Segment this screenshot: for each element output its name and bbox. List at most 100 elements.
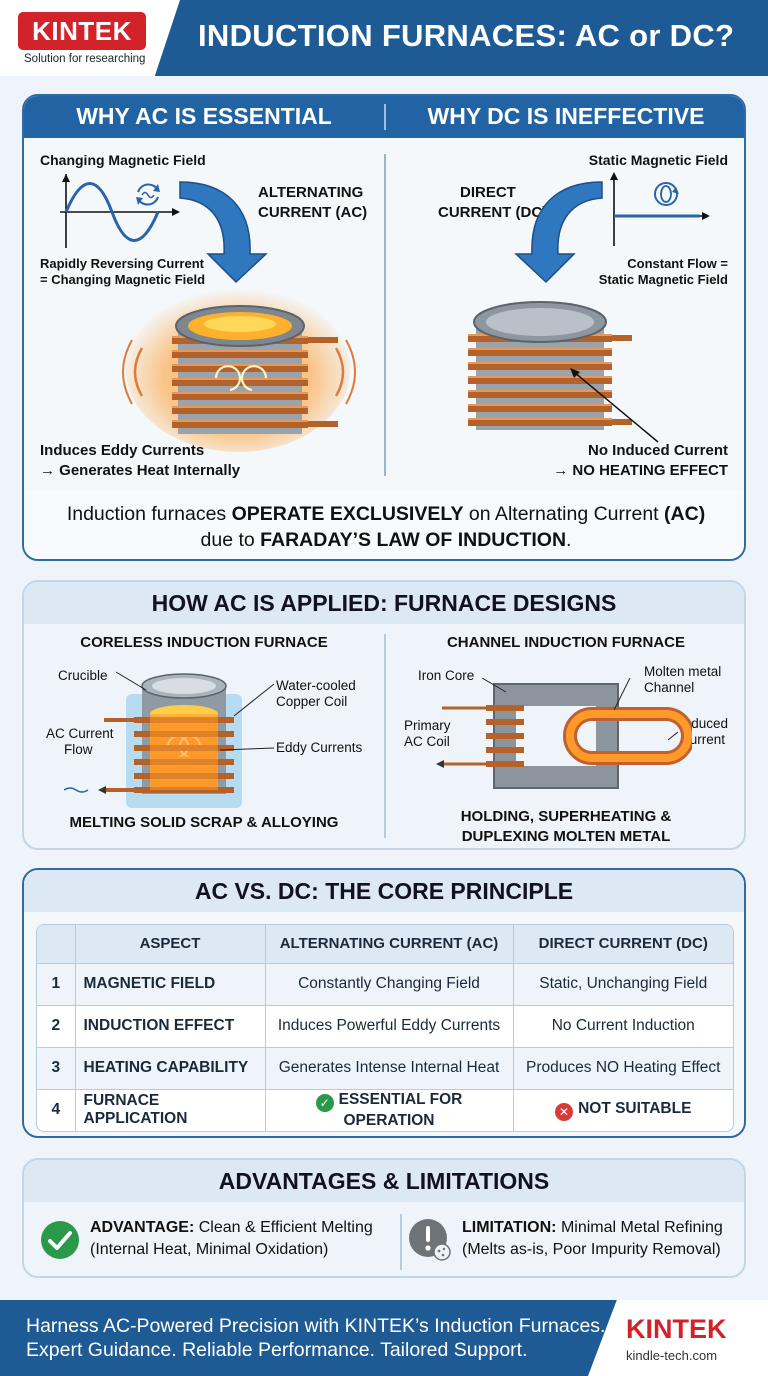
column-header: ALTERNATING CURRENT (AC) bbox=[264, 925, 513, 963]
ac-flow-label-1: AC Current bbox=[46, 726, 114, 741]
x-circle-icon: ✕ bbox=[555, 1102, 574, 1121]
dc-flow-2: Static Magnetic Field bbox=[598, 272, 728, 287]
header-divider bbox=[384, 104, 386, 130]
ac-reverse-1: Rapidly Reversing Current bbox=[40, 256, 204, 271]
eddy-label: Eddy Currents bbox=[276, 740, 363, 755]
row-ac-value: Constantly Changing Field bbox=[264, 962, 513, 1005]
row-dc-value: No Current Induction bbox=[512, 1004, 733, 1047]
row-number: 1 bbox=[37, 962, 75, 1005]
coreless-caption: MELTING SOLID SCRAP & ALLOYING bbox=[69, 814, 339, 831]
cycle-icon bbox=[136, 183, 160, 206]
dc-flow-1: Constant Flow = bbox=[627, 256, 728, 271]
core-principle-heading: AC VS. DC: THE CORE PRINCIPLE bbox=[24, 870, 744, 912]
row-ac-value: Generates Intense Internal Heat bbox=[264, 1046, 513, 1089]
row-number: 4 bbox=[37, 1088, 75, 1131]
ac-current-label-1: ALTERNATING bbox=[258, 184, 364, 201]
channel-title: CHANNEL INDUCTION FURNACE bbox=[446, 634, 686, 651]
advantages-panel: ADVANTAGES & LIMITATIONS ADVANTAGE: Clea… bbox=[22, 1158, 746, 1278]
row-dc-value: ✕NOT SUITABLE bbox=[512, 1088, 733, 1131]
dc-current-label-1: DIRECT bbox=[460, 184, 516, 201]
furnace-designs-heading: HOW AC IS APPLIED: FURNACE DESIGNS bbox=[24, 582, 744, 624]
row-aspect: INDUCTION EFFECT bbox=[74, 1004, 265, 1047]
footer-tagline: Harness AC-Powered Precision with KINTEK… bbox=[26, 1314, 605, 1363]
ac-current-label-2: CURRENT (AC) bbox=[258, 204, 368, 221]
table-row: 1 MAGNETIC FIELD Constantly Changing Fie… bbox=[37, 962, 733, 1005]
ac-eddy-2: → Generates Heat Internally bbox=[40, 462, 241, 479]
coil-label-1: Water-cooled bbox=[276, 678, 356, 693]
channel-caption-1: HOLDING, SUPERHEATING & bbox=[460, 808, 672, 825]
brand-logo[interactable]: KINTEK Solution for researching bbox=[0, 0, 180, 76]
footer-brand-text: KINTEK bbox=[626, 1314, 727, 1344]
sine-wave-icon bbox=[60, 174, 180, 248]
designs-divider bbox=[384, 634, 386, 838]
flat-line-icon bbox=[610, 172, 710, 246]
summary-band bbox=[24, 490, 744, 559]
dc-field-label: Static Magnetic Field bbox=[588, 152, 728, 168]
summary-line-2: due to FARADAY’S LAW OF INDUCTION. bbox=[200, 529, 572, 551]
channel-caption-2: DUPLEXING MOLTEN METAL bbox=[461, 828, 671, 845]
footer-brand-logo[interactable]: KINTEK kindle-tech.com bbox=[588, 1300, 768, 1376]
advantages-heading: ADVANTAGES & LIMITATIONS bbox=[24, 1160, 744, 1202]
static-field-icon bbox=[654, 182, 679, 206]
dc-none-2: → NO HEATING EFFECT bbox=[553, 462, 728, 479]
advantage-subtext: (Internal Heat, Minimal Oxidation) bbox=[90, 1241, 329, 1258]
dc-current-label-2: CURRENT (DC) bbox=[438, 204, 548, 221]
primary-coil-label-1: Primary bbox=[404, 718, 451, 733]
dc-arrow-icon bbox=[514, 181, 603, 284]
comparison-table: ASPECT ALTERNATING CURRENT (AC) DIRECT C… bbox=[36, 924, 734, 1132]
ac-hot-coil-illustration bbox=[122, 288, 356, 452]
page-header: KINTEK Solution for researching INDUCTIO… bbox=[0, 0, 768, 76]
row-aspect: HEATING CAPABILITY bbox=[74, 1046, 265, 1089]
column-header bbox=[37, 925, 75, 963]
column-header: ASPECT bbox=[74, 925, 265, 963]
ac-field-label: Changing Magnetic Field bbox=[40, 152, 206, 168]
channel-furnace-illustration bbox=[436, 678, 692, 789]
row-dc-value: Static, Unchanging Field bbox=[512, 962, 733, 1005]
ac-dc-why-panel: WHY AC IS ESSENTIAL WHY DC IS INEFFECTIV… bbox=[22, 94, 746, 561]
primary-coil-label-2: AC Coil bbox=[404, 734, 450, 749]
section-divider bbox=[384, 154, 386, 476]
iron-core-label: Iron Core bbox=[418, 668, 475, 683]
limitation-text: LIMITATION: Minimal Metal Refining bbox=[462, 1219, 723, 1236]
footer-line-1: Harness AC-Powered Precision with KINTEK… bbox=[26, 1315, 606, 1337]
limitation-warning-icon bbox=[409, 1219, 451, 1261]
page-title: INDUCTION FURNACES: AC or DC? bbox=[198, 18, 735, 53]
dc-none-1: No Induced Current bbox=[587, 442, 728, 459]
footer-url-link[interactable]: kindle-tech.com bbox=[626, 1348, 718, 1363]
dc-pointer-line bbox=[570, 368, 659, 443]
coreless-furnace-illustration bbox=[64, 671, 275, 808]
coreless-title: CORELESS INDUCTION FURNACE bbox=[80, 634, 328, 651]
row-aspect: MAGNETIC FIELD bbox=[74, 962, 265, 1005]
summary-line-1: Induction furnaces OPERATE EXCLUSIVELY o… bbox=[66, 503, 706, 525]
row-number: 2 bbox=[37, 1004, 75, 1047]
why-ac-heading: WHY AC IS ESSENTIAL bbox=[76, 103, 332, 129]
table-row: 3 HEATING CAPABILITY Generates Intense I… bbox=[37, 1046, 733, 1089]
check-circle-icon: ✓ bbox=[315, 1093, 334, 1112]
coil-label-2: Copper Coil bbox=[276, 694, 348, 709]
limitation-subtext: (Melts as-is, Poor Impurity Removal) bbox=[462, 1241, 721, 1258]
ac-reverse-2: = Changing Magnetic Field bbox=[40, 272, 206, 287]
table-row: 4 FURNACE APPLICATION ✓ESSENTIAL FOR OPE… bbox=[37, 1088, 733, 1131]
row-ac-value: Induces Powerful Eddy Currents bbox=[264, 1004, 513, 1047]
table-header-row: ASPECT ALTERNATING CURRENT (AC) DIRECT C… bbox=[37, 925, 733, 963]
induced-label-1: Induced bbox=[680, 716, 729, 731]
table-row: 2 INDUCTION EFFECT Induces Powerful Eddy… bbox=[37, 1004, 733, 1047]
brand-tagline: Solution for researching bbox=[24, 53, 146, 65]
molten-label-2: Channel bbox=[644, 680, 695, 695]
advantage-text: ADVANTAGE: Clean & Efficient Melting bbox=[90, 1219, 373, 1236]
why-dc-heading: WHY DC IS INEFFECTIVE bbox=[427, 103, 705, 129]
column-header: DIRECT CURRENT (DC) bbox=[512, 925, 733, 963]
row-aspect: FURNACE APPLICATION bbox=[74, 1088, 265, 1131]
brand-logo-text: KINTEK bbox=[18, 12, 146, 50]
advantages-divider bbox=[400, 1214, 402, 1270]
furnace-designs-panel: HOW AC IS APPLIED: FURNACE DESIGNS COREL… bbox=[22, 580, 746, 850]
row-ac-value: ✓ESSENTIAL FOR OPERATION bbox=[264, 1088, 513, 1131]
ac-eddy-1: Induces Eddy Currents bbox=[40, 442, 205, 459]
row-dc-value: Produces NO Heating Effect bbox=[512, 1046, 733, 1089]
footer-line-2: Expert Guidance. Reliable Performance. T… bbox=[26, 1339, 528, 1362]
why-panel-header: WHY AC IS ESSENTIAL WHY DC IS INEFFECTIV… bbox=[24, 96, 744, 138]
ac-arrow-icon bbox=[179, 181, 268, 284]
ac-flow-label-2: Flow bbox=[64, 742, 93, 757]
crucible-label: Crucible bbox=[58, 668, 108, 683]
row-number: 3 bbox=[37, 1046, 75, 1089]
